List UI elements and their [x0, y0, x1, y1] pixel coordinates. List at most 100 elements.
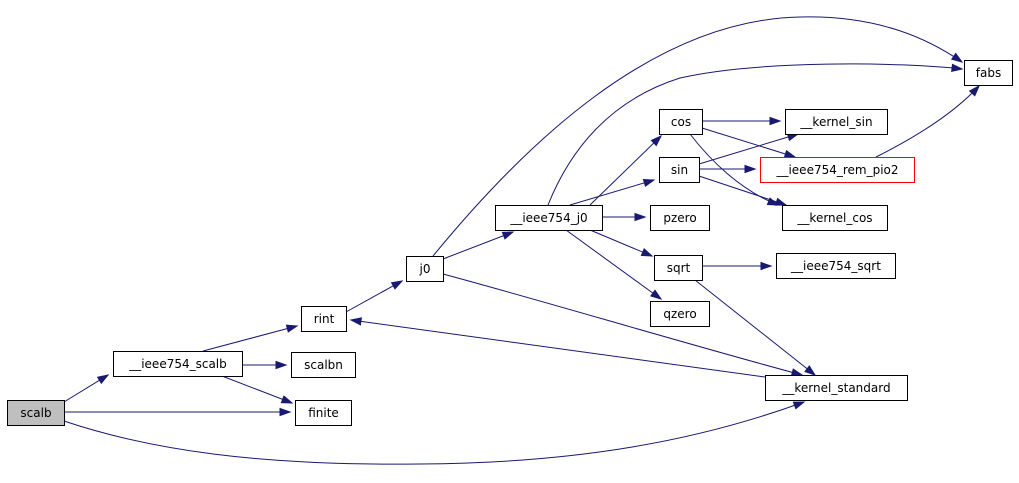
edge-j0-to-ieee754_j0 — [442, 231, 515, 260]
node-label-ieee754-sqrt: __ieee754_sqrt — [790, 259, 881, 273]
node-label-scalb: scalb — [20, 406, 51, 420]
edge-scalb-to-finite — [64, 407, 292, 417]
node-box-scalb[interactable] — [7, 400, 65, 426]
node-qzero[interactable]: qzero — [650, 301, 710, 327]
node-box-sin[interactable] — [659, 157, 700, 183]
node-box-qzero[interactable] — [650, 301, 710, 327]
arrowhead-ieee754_scalb-to-scalbn — [275, 360, 288, 370]
node-label-ieee754-j0: __ieee754_j0 — [509, 211, 587, 225]
edge-line-ieee754_j0-to-fabs — [547, 63, 963, 206]
edge-ieee754_scalb-to-scalbn — [242, 360, 288, 370]
node-scalb[interactable]: scalb — [7, 400, 65, 426]
edge-cos-to-ieee754_rem_pio2 — [701, 127, 797, 158]
node-box-sqrt[interactable] — [654, 255, 703, 281]
edge-line-ieee754_scalb-to-finite — [221, 375, 293, 404]
node-label-sqrt: sqrt — [667, 261, 691, 275]
edge-scalb-to-kernel_standard — [63, 401, 806, 465]
edge-line-ieee754_j0-to-sin — [569, 179, 655, 206]
node-j0[interactable]: j0 — [406, 256, 444, 282]
arrowhead-j0-to-fabs — [950, 52, 964, 63]
node-ieee754-sqrt[interactable]: __ieee754_sqrt — [776, 253, 896, 279]
node-kernel-standard[interactable]: __kernel_standard — [765, 375, 908, 401]
node-pzero[interactable]: pzero — [650, 205, 710, 231]
node-scalbn[interactable]: scalbn — [291, 352, 356, 378]
node-ieee754-j0[interactable]: __ieee754_j0 — [495, 205, 603, 231]
arrowhead-ieee754_scalb-to-rint — [285, 324, 299, 333]
node-sin[interactable]: sin — [659, 157, 700, 183]
node-rint[interactable]: rint — [301, 306, 347, 332]
edge-ieee754_j0-to-sqrt — [589, 229, 654, 257]
edge-scalb-to-ieee754_scalb — [63, 374, 110, 403]
node-box-rint[interactable] — [301, 306, 347, 332]
node-kernel-cos[interactable]: __kernel_cos — [782, 205, 888, 231]
arrowhead-j0-to-kernel_standard — [790, 368, 804, 377]
edge-ieee754_rem_pio2-to-fabs — [875, 84, 981, 158]
node-finite[interactable]: finite — [295, 400, 352, 426]
node-sqrt[interactable]: sqrt — [654, 255, 703, 281]
edge-ieee754_j0-to-pzero — [602, 212, 647, 222]
edge-sin-to-ieee754_rem_pio2 — [699, 164, 757, 174]
edge-ieee754_j0-to-fabs — [547, 63, 964, 206]
edge-line-kernel_standard-to-rint — [350, 319, 766, 378]
node-label-kernel-sin: __kernel_sin — [799, 115, 872, 129]
edge-line-j0-to-fabs — [432, 16, 963, 257]
node-label-fabs: fabs — [976, 66, 1001, 80]
edge-line-ieee754_rem_pio2-to-fabs — [875, 85, 980, 158]
arrowhead-scalb-to-finite — [279, 407, 292, 417]
edge-line-ieee754_j0-to-sqrt — [589, 229, 653, 257]
node-box-cos[interactable] — [659, 109, 703, 135]
edge-ieee754_j0-to-sin — [569, 178, 656, 206]
edge-sqrt-to-kernel_standard — [694, 279, 817, 376]
arrowhead-kernel_standard-to-rint — [349, 317, 362, 326]
arrowhead-ieee754_j0-to-fabs — [951, 63, 964, 73]
node-cos[interactable]: cos — [659, 109, 703, 135]
arrowhead-rint-to-j0 — [390, 280, 404, 290]
node-label-finite: finite — [308, 406, 339, 420]
arrowhead-sin-to-kernel_cos — [774, 197, 788, 206]
node-box-kernel-sin[interactable] — [785, 109, 888, 135]
edge-ieee754_scalb-to-rint — [202, 324, 299, 352]
arrowhead-j0-to-ieee754_j0 — [501, 231, 515, 240]
edge-kernel_standard-to-rint — [349, 317, 766, 378]
edge-j0-to-kernel_standard — [442, 273, 804, 377]
arrowhead-cos-to-ieee754_rem_pio2 — [783, 149, 797, 158]
arrowhead-ieee754_j0-to-sqrt — [640, 248, 654, 257]
edge-rint-to-j0 — [345, 280, 404, 313]
edge-line-sin-to-kernel_sin — [698, 133, 799, 165]
node-kernel-sin[interactable]: __kernel_sin — [785, 109, 888, 135]
node-label-cos: cos — [671, 115, 691, 129]
arrowhead-sin-to-ieee754_rem_pio2 — [744, 164, 757, 174]
node-box-fabs[interactable] — [964, 60, 1013, 86]
node-label-j0: j0 — [419, 262, 431, 276]
edge-line-ieee754_j0-to-qzero — [565, 229, 662, 300]
node-box-j0[interactable] — [406, 256, 444, 282]
node-box-ieee754-scalb[interactable] — [113, 351, 243, 377]
edge-line-sin-to-kernel_cos — [698, 175, 787, 206]
edge-j0-to-fabs — [432, 16, 964, 257]
node-label-pzero: pzero — [663, 211, 696, 225]
node-label-kernel-standard: __kernel_standard — [781, 381, 890, 395]
arrowhead-sqrt-to-ieee754_sqrt — [760, 261, 773, 271]
arrowhead-ieee754_j0-to-sin — [642, 178, 656, 188]
node-ieee754-rem-pio2[interactable]: __ieee754_rem_pio2 — [760, 157, 915, 183]
node-ieee754-scalb[interactable]: __ieee754_scalb — [113, 351, 243, 377]
node-box-ieee754-j0[interactable] — [495, 205, 603, 231]
arrowhead-ieee754_j0-to-qzero — [650, 289, 663, 300]
node-box-ieee754-sqrt[interactable] — [776, 253, 896, 279]
node-box-finite[interactable] — [295, 400, 352, 426]
node-label-ieee754-rem-pio2: __ieee754_rem_pio2 — [775, 163, 898, 177]
node-box-ieee754-rem-pio2[interactable] — [760, 157, 915, 183]
edges-layer — [63, 16, 981, 465]
edge-line-scalb-to-kernel_standard — [63, 401, 805, 465]
edge-ieee754_j0-to-cos — [589, 134, 663, 206]
node-fabs[interactable]: fabs — [964, 60, 1013, 86]
edge-sqrt-to-ieee754_sqrt — [702, 261, 773, 271]
edge-cos-to-kernel_sin — [702, 116, 782, 126]
node-box-scalbn[interactable] — [291, 352, 356, 378]
node-label-scalbn: scalbn — [304, 358, 343, 372]
node-box-pzero[interactable] — [650, 205, 710, 231]
edge-line-ieee754_j0-to-cos — [589, 135, 662, 206]
node-box-kernel-standard[interactable] — [765, 375, 908, 401]
node-box-kernel-cos[interactable] — [782, 205, 888, 231]
